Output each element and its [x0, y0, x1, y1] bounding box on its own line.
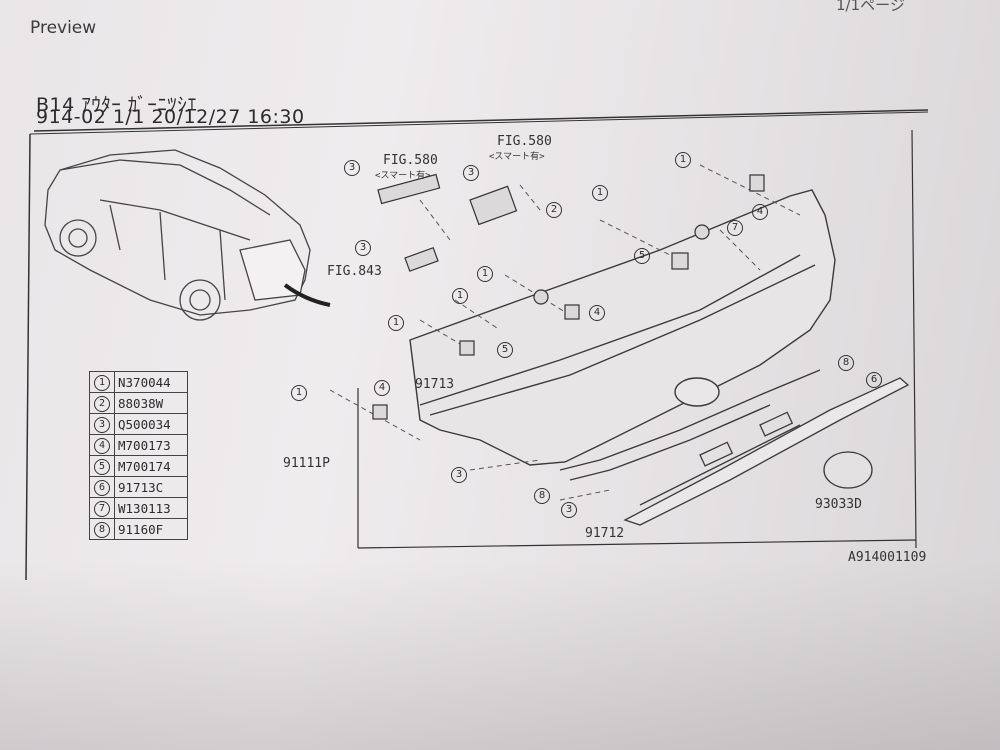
legend-num: 5 — [94, 459, 110, 475]
callout-3: 3 — [355, 240, 371, 256]
callout-7: 7 — [727, 220, 743, 236]
legend-code: W130113 — [114, 497, 188, 519]
legend-code: Q500034 — [114, 413, 188, 435]
part-label-91713: 91713 — [415, 377, 455, 392]
callout-5: 5 — [497, 342, 513, 358]
callout-6: 6 — [866, 372, 882, 388]
legend-code: 88038W — [114, 392, 188, 414]
legend-num: 1 — [94, 375, 110, 391]
legend-num: 3 — [94, 417, 110, 433]
callout-1: 1 — [592, 185, 608, 201]
callout-1: 1 — [452, 288, 468, 304]
fig-ref-843: FIG.843 — [327, 264, 382, 279]
garnish-strip — [623, 377, 910, 526]
legend-num: 7 — [94, 501, 110, 517]
part-label-91712: 91712 — [585, 526, 625, 541]
callout-1: 1 — [291, 385, 307, 401]
legend-num: 4 — [94, 438, 110, 454]
fig-ref-580-right: FIG.580 — [497, 134, 552, 149]
callout-5: 5 — [634, 248, 650, 264]
drawing-id: A914001109 — [848, 550, 927, 565]
fig-ref-580-left: FIG.580 — [383, 153, 438, 168]
callout-4: 4 — [752, 204, 768, 220]
callout-4: 4 — [374, 380, 390, 396]
page-counter: 1/1ページ — [836, 0, 905, 14]
diagram-subtitle: 914-02 1/1 20/12/27 16:30 — [36, 106, 305, 128]
legend-num: 2 — [94, 396, 110, 412]
callout-2: 2 — [546, 202, 562, 218]
legend-code: M700174 — [114, 455, 188, 477]
fig-ref-580-left-note: <スマート有> — [375, 171, 431, 181]
legend-code: 91713C — [114, 476, 188, 498]
fig-ref-580-right-note: <スマート有> — [489, 152, 545, 162]
tailgate-panel — [409, 189, 836, 481]
legend-num: 6 — [94, 480, 110, 496]
callout-3: 3 — [451, 467, 467, 483]
vehicle-illustration — [44, 149, 331, 321]
callout-4: 4 — [589, 305, 605, 321]
callout-8: 8 — [534, 488, 550, 504]
callout-3: 3 — [463, 165, 479, 181]
callout-8: 8 — [838, 355, 854, 371]
legend-code: N370044 — [114, 371, 188, 393]
callout-1: 1 — [477, 266, 493, 282]
legend-code: 91160F — [114, 518, 188, 540]
callout-1: 1 — [675, 152, 691, 168]
part-label-93033d: 93033D — [815, 497, 862, 512]
legend-code: M700173 — [114, 434, 188, 456]
preview-label: Preview — [30, 18, 97, 38]
diagram-title: B14 ｱｳﾀｰ ｶﾞｰﾆﾂｼｴ — [36, 94, 198, 116]
callout-3: 3 — [561, 502, 577, 518]
legend-num: 8 — [94, 522, 110, 538]
callout-1: 1 — [388, 315, 404, 331]
part-label-91111p: 91111P — [283, 456, 330, 471]
lower-shadow — [0, 560, 1000, 750]
callout-3: 3 — [344, 160, 360, 176]
